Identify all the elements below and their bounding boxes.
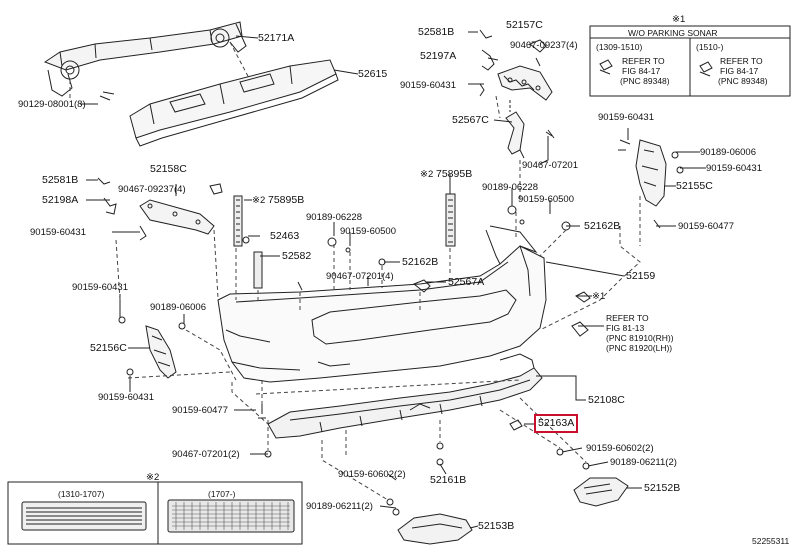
part-label-90159-60477-a[interactable]: 90159-60477 — [678, 221, 734, 232]
guide-lines — [69, 41, 641, 501]
part-label-90189-06211-a[interactable]: 90189-06211(2) — [610, 457, 677, 468]
part-label-90159-60477-b[interactable]: 90159-60477 — [172, 405, 228, 416]
part-label-52581B-left[interactable]: 52581B — [42, 174, 79, 186]
inset-top-refer1-line3: (PNC 89348) — [620, 76, 670, 86]
bracket-52157C-shape — [479, 29, 553, 101]
bracket-52158C-shape — [97, 177, 223, 241]
part-label-52615[interactable]: 52615 — [358, 68, 388, 80]
reflector-75895B-left-shape — [233, 195, 243, 247]
part-label-52155C[interactable]: 52155C — [676, 180, 713, 192]
part-label-52163A[interactable]: 52163A — [538, 417, 575, 429]
inset-top-refer2-line2[interactable]: FIG 84-17 — [720, 66, 759, 76]
screw-60477-shape — [258, 404, 266, 419]
refer-right-line1: REFER TO — [606, 313, 649, 323]
part-label-90467-09237-left[interactable]: 90467-09237(4) — [118, 184, 186, 195]
part-label-52159[interactable]: 52159 — [626, 270, 656, 282]
note-mark-2-inset: ※2 — [146, 472, 160, 483]
inset-top-refer2-line1: REFER TO — [720, 56, 763, 66]
refer-right-line3: (PNC 81910(RH)) — [606, 333, 674, 343]
refer-right-line2[interactable]: FIG 81-13 — [606, 323, 645, 333]
inset-top-title: W/O PARKING SONAR — [628, 28, 718, 38]
part-label-90189-06211-b[interactable]: 90189-06211(2) — [306, 501, 373, 512]
part-label-90159-60500-a[interactable]: 90159-60500 — [340, 226, 396, 237]
part-label-52567A[interactable]: 52567A — [448, 276, 485, 288]
part-label-52158C[interactable]: 52158C — [150, 163, 187, 175]
reflector-75895B-center-shape — [445, 193, 456, 247]
part-label-52197A[interactable]: 52197A — [420, 50, 457, 62]
clip-refer-shape — [571, 321, 589, 337]
part-label-90189-06228-b[interactable]: 90189-06228 — [482, 182, 538, 193]
bracket-52153B-shape — [386, 442, 473, 545]
part-label-90467-07201-c[interactable]: 90467-07201(2) — [172, 449, 240, 460]
inset-top-col2-date: (1510-) — [696, 42, 724, 52]
refer-right-line4: (PNC 81920(LH)) — [606, 343, 673, 353]
part-label-90189-06006-a[interactable]: 90189-06006 — [700, 147, 756, 158]
clip-52163A-shape — [509, 419, 523, 431]
part-label-90159-60431-b[interactable]: 90159-60431 — [598, 112, 654, 123]
part-label-52581B-top[interactable]: 52581B — [418, 26, 455, 38]
inset-bottom-col2-date: (1707-) — [208, 489, 236, 499]
inset-top-box — [589, 25, 791, 97]
leader-lines — [80, 31, 706, 529]
part-label-52198A[interactable]: 52198A — [42, 194, 79, 206]
part-label-90467-09237-top[interactable]: 90467-09237(4) — [510, 40, 578, 51]
part-label-75895B-center[interactable]: 75895B — [436, 168, 473, 180]
inset-top-refer1-line2[interactable]: FIG 84-17 — [622, 66, 661, 76]
clip-52159-shape — [575, 291, 591, 303]
note-mark-1-right: ※1 — [592, 291, 606, 302]
part-label-90159-60602-b[interactable]: 90159-60602(2) — [338, 469, 406, 480]
part-label-90159-60431-a[interactable]: 90159-60431 — [400, 80, 456, 91]
bracket-52567C-shape — [505, 111, 555, 159]
part-label-90129-08001[interactable]: 90129-08001(8) — [18, 99, 86, 110]
part-label-90159-60431-f[interactable]: 90159-60431 — [98, 392, 154, 403]
absorber-52615-shape — [129, 59, 339, 147]
note-mark-2-center: ※2 — [420, 169, 434, 180]
bracket-52156C-shape — [118, 316, 186, 379]
bracket-52155C-shape — [618, 139, 684, 229]
part-label-90189-06228-a[interactable]: 90189-06228 — [306, 212, 362, 223]
part-label-52162B-a[interactable]: 52162B — [402, 256, 439, 268]
part-label-90159-60602-a[interactable]: 90159-60602(2) — [586, 443, 654, 454]
part-label-75895B-left[interactable]: 75895B — [268, 194, 305, 206]
diagram-id: 52255311 — [752, 536, 790, 546]
part-label-52161B[interactable]: 52161B — [430, 474, 467, 486]
highlight-box-52163A — [534, 414, 578, 433]
note-mark-1-inset: ※1 — [672, 14, 686, 25]
part-label-90189-06006-b[interactable]: 90189-06006 — [150, 302, 206, 313]
part-label-90467-07201-b[interactable]: 90467-07201(4) — [326, 271, 394, 282]
clip-52463-shape — [242, 236, 250, 244]
part-label-90159-60500-b[interactable]: 90159-60500 — [518, 194, 574, 205]
part-label-90159-60431-e[interactable]: 90159-60431 — [72, 282, 128, 293]
part-label-52152B[interactable]: 52152B — [644, 482, 681, 494]
part-label-90159-60431-d[interactable]: 90159-60431 — [30, 227, 86, 238]
part-label-52463[interactable]: 52463 — [270, 230, 300, 242]
part-label-52171A[interactable]: 52171A — [258, 32, 295, 44]
part-label-52157C[interactable]: 52157C — [506, 19, 543, 31]
inset-top-refer1-line1: REFER TO — [622, 56, 665, 66]
part-label-52567C[interactable]: 52567C — [452, 114, 489, 126]
reflector-52582-shape — [253, 251, 263, 289]
spoiler-52108C-shape — [267, 353, 543, 439]
part-label-52162B-b[interactable]: 52162B — [584, 220, 621, 232]
part-label-52108C[interactable]: 52108C — [588, 394, 625, 406]
part-label-52156C[interactable]: 52156C — [90, 342, 127, 354]
part-label-90159-60431-c[interactable]: 90159-60431 — [706, 163, 762, 174]
inset-top-refer2-line3: (PNC 89348) — [718, 76, 768, 86]
part-label-52153B[interactable]: 52153B — [478, 520, 515, 532]
note-mark-2-left: ※2 — [252, 195, 266, 206]
part-label-52582[interactable]: 52582 — [282, 250, 312, 262]
reinforcement-52171A-shape — [43, 21, 247, 101]
bumper-cover-52159-shape — [217, 225, 547, 383]
part-label-90467-07201-a[interactable]: 90467-07201 — [522, 160, 578, 171]
inset-bottom-mesh — [172, 502, 290, 530]
inset-bottom-col1-date: (1310-1707) — [58, 489, 105, 499]
inset-top-col1-date: (1309-1510) — [596, 42, 643, 52]
inset-bottom-box — [7, 481, 303, 545]
